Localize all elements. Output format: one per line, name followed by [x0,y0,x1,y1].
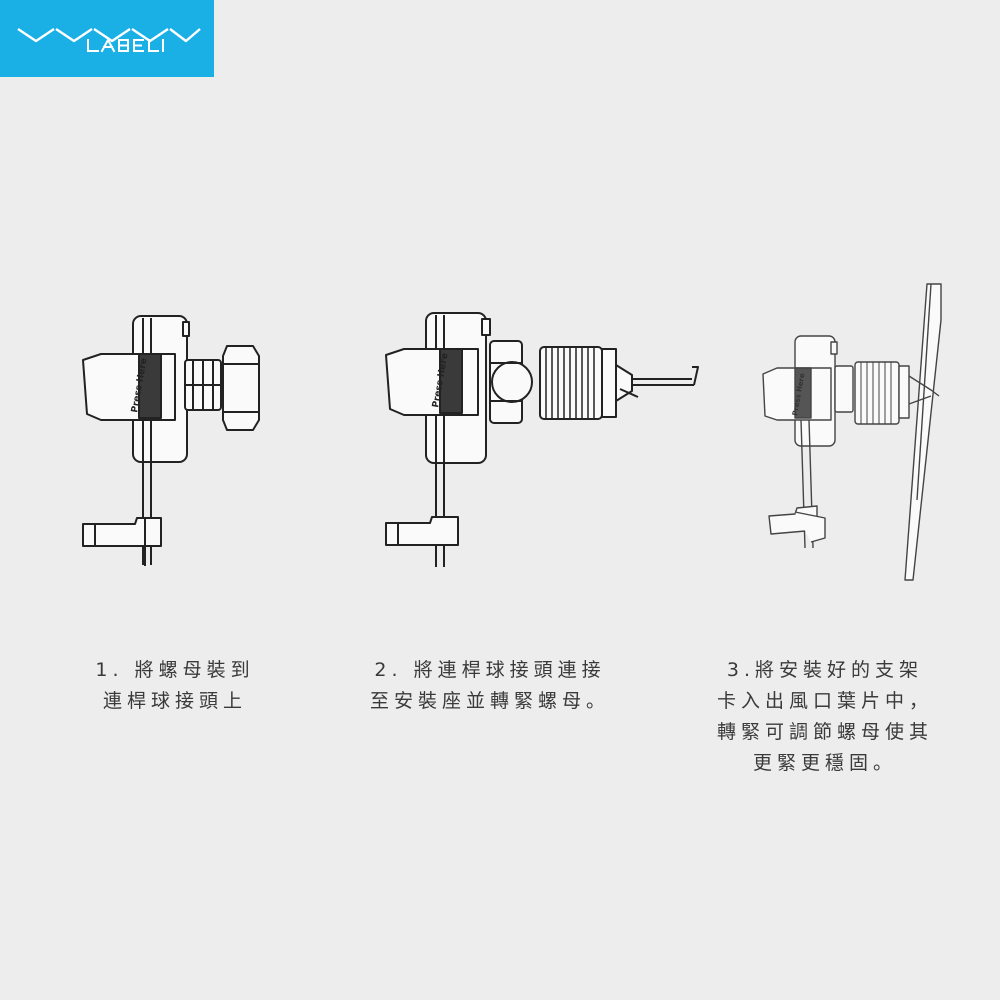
brand-logo-mark [17,28,201,53]
step2-figure: Press Here [385,312,699,567]
step2-caption: 2. 將連桿球接頭連接 至安裝座並轉緊螺母。 [355,655,625,717]
brand-logo [0,0,214,77]
step1-figure: Press Here [82,315,260,566]
step1-caption: 1. 將螺母裝到 連桿球接頭上 [70,655,280,717]
step3-line-1: 3.將安裝好的支架 [726,659,924,681]
step2-line-1: 2. 將連桿球接頭連接 [374,659,606,681]
step3-line-3: 轉緊可調節螺母使其 [716,721,933,743]
step1-line-1: 1. 將螺母裝到 [95,659,255,681]
step1-line-2: 連桿球接頭上 [102,690,247,712]
step2-line-2: 至安裝座並轉緊螺母。 [369,690,610,712]
step3-caption: 3.將安裝好的支架 卡入出風口葉片中， 轉緊可調節螺母使其 更緊更穩固。 [695,655,955,779]
step3-line-2: 卡入出風口葉片中， [716,690,933,712]
step3-figure: Press Here [762,283,942,581]
step3-line-4: 更緊更穩固。 [752,752,897,774]
